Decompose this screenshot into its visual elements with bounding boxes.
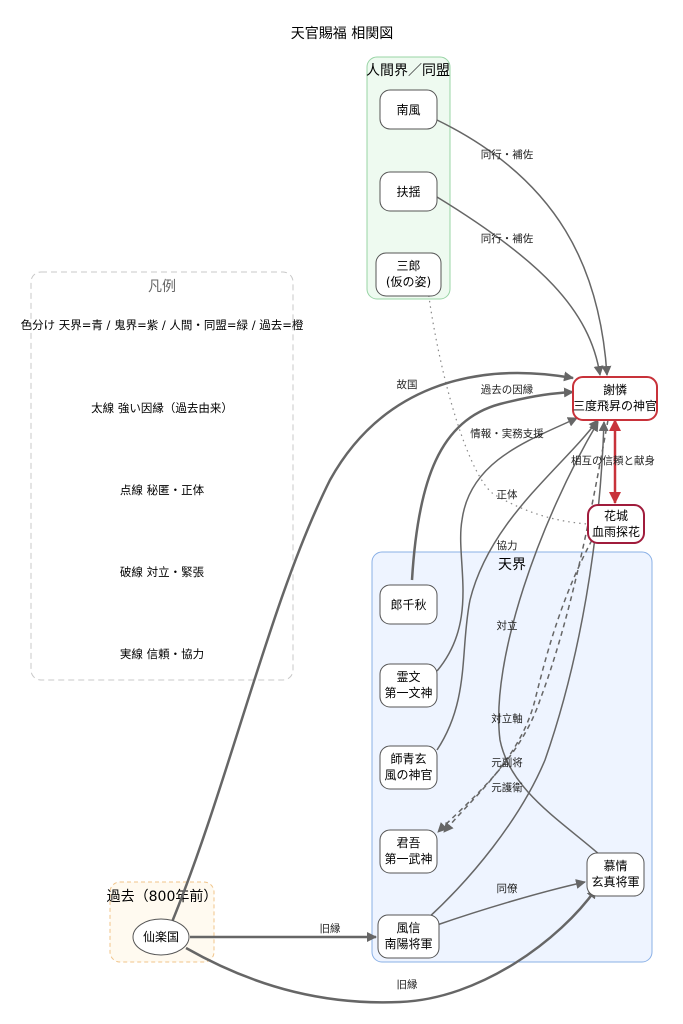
- legend-item-solid: 実線 信頼・協力: [120, 647, 204, 661]
- edge-label-xielian-junwu: 対立軸: [491, 712, 523, 725]
- legend-item-dashed: 破線 対立・緊張: [120, 565, 205, 579]
- node-lingwen-label-2: 第一文神: [384, 685, 432, 700]
- node-junwu-label-1: 君吾: [396, 836, 420, 850]
- edge-shi-xielian: [436, 419, 599, 751]
- node-huacheng-label-1: 花城: [604, 508, 628, 523]
- node-shiqingxuan-label-2: 風の神官: [384, 767, 432, 782]
- node-huacheng: 花城 血雨探花: [587, 504, 645, 544]
- node-shiqingxuan-label-1: 師青玄: [390, 751, 426, 766]
- node-huacheng-label-2: 血雨探花: [592, 524, 640, 539]
- edge-fengxin-muqing: [436, 879, 586, 926]
- node-muqing-label-1: 慕情: [603, 859, 627, 873]
- legend-item-thick: 太線 強い因縁（過去由来）: [91, 401, 233, 415]
- edge-label-huacheng-junwu: 対立: [497, 619, 518, 632]
- cluster-human-label: 人間界／同盟: [366, 63, 450, 79]
- edge-label-fengxin-muqing: 同僚: [497, 882, 518, 895]
- edge-label-shi-xielian: 協力: [497, 539, 518, 552]
- node-junwu-label-2: 第一武神: [384, 852, 432, 866]
- node-nanfeng-label: 南風: [396, 102, 420, 117]
- cluster-heaven-label: 天界: [498, 557, 526, 573]
- edge-label-xianle-xielian: 故国: [397, 378, 418, 391]
- edge-xielian-junwu: [437, 419, 609, 833]
- edge-label-fengxin-xielian: 元副将: [491, 757, 523, 769]
- node-fuyao: 扶揺: [379, 171, 438, 212]
- node-junwu: 君吾 第一武神: [379, 829, 438, 874]
- edge-label-xianle-fengxin: 旧縁: [320, 922, 341, 935]
- node-xianle-label: 仙楽国: [143, 930, 179, 944]
- edge-labels: 同行・補佐 同行・補佐 故国 過去の因縁 情報・実務支援 相互の信頼と献身 正体…: [320, 148, 656, 991]
- node-langqianqiu-label: 郎千秋: [390, 598, 426, 612]
- edge-label-nanfeng-xielian: 同行・補佐: [481, 148, 534, 161]
- node-fengxin: 風信 南陽将軍: [377, 914, 440, 959]
- edge-xianle-xielian: [170, 371, 574, 923]
- node-fengxin-label-2: 南陽将軍: [384, 936, 432, 951]
- node-muqing: 慕情 玄真将軍: [586, 852, 645, 897]
- legend-item-colors: 色分け 天界=青 / 鬼界=紫 / 人間・同盟=緑 / 過去=橙: [21, 318, 304, 332]
- node-xielian: 謝憐 三度飛昇の神官: [572, 376, 658, 421]
- legend-item-dotted: 点線 秘匿・正体: [120, 483, 205, 497]
- edge-label-xianle-muqing: 旧縁: [397, 978, 418, 991]
- edge-label-lang-xielian: 過去の因縁: [481, 383, 534, 396]
- node-sanlang-label-2: (仮の姿): [386, 275, 431, 289]
- edge-fuyao-xielian: [436, 196, 604, 376]
- edge-huacheng-junwu: [443, 539, 593, 833]
- edge-lang-xielian: [410, 387, 574, 581]
- edge-label-sanlang-huacheng: 正体: [497, 489, 518, 501]
- node-xianle: 仙楽国: [132, 918, 190, 956]
- edge-label-lingwen-xielian: 情報・実務支援: [470, 427, 544, 440]
- edge-xianle-muqing: [185, 888, 598, 1004]
- edge-label-xielian-huacheng: 相互の信頼と献身: [571, 454, 655, 467]
- node-sanlang: 三郎 (仮の姿): [375, 252, 442, 297]
- edge-muqing-xielian: [498, 421, 601, 856]
- edge-lingwen-xielian: [436, 417, 578, 672]
- node-lingwen-label-1: 霊文: [396, 669, 420, 684]
- node-muqing-label-2: 玄真将軍: [591, 874, 639, 889]
- node-sanlang-label-1: 三郎: [396, 259, 420, 273]
- edge-nanfeng-xielian: [436, 119, 612, 376]
- cluster-past-label: 過去（800年前）: [107, 888, 218, 905]
- node-xielian-label-2: 三度飛昇の神官: [573, 398, 657, 413]
- node-fengxin-label-1: 風信: [396, 921, 420, 935]
- legend: 凡例 色分け 天界=青 / 鬼界=紫 / 人間・同盟=緑 / 過去=橙 太線 強…: [21, 271, 304, 681]
- node-fuyao-label: 扶揺: [396, 184, 420, 199]
- node-langqianqiu: 郎千秋: [379, 584, 438, 625]
- legend-title: 凡例: [148, 279, 176, 295]
- node-xielian-label-1: 謝憐: [603, 382, 627, 397]
- cluster-heaven: 天界: [371, 551, 653, 963]
- node-lingwen: 霊文 第一文神: [379, 663, 438, 708]
- node-shiqingxuan: 師青玄 風の神官: [379, 745, 438, 790]
- edge-label-muqing-xielian: 元護衛: [491, 781, 523, 794]
- edge-label-fuyao-xielian: 同行・補佐: [481, 232, 534, 245]
- node-nanfeng: 南風: [379, 89, 438, 130]
- diagram-title: 天官賜福 相関図: [291, 26, 393, 42]
